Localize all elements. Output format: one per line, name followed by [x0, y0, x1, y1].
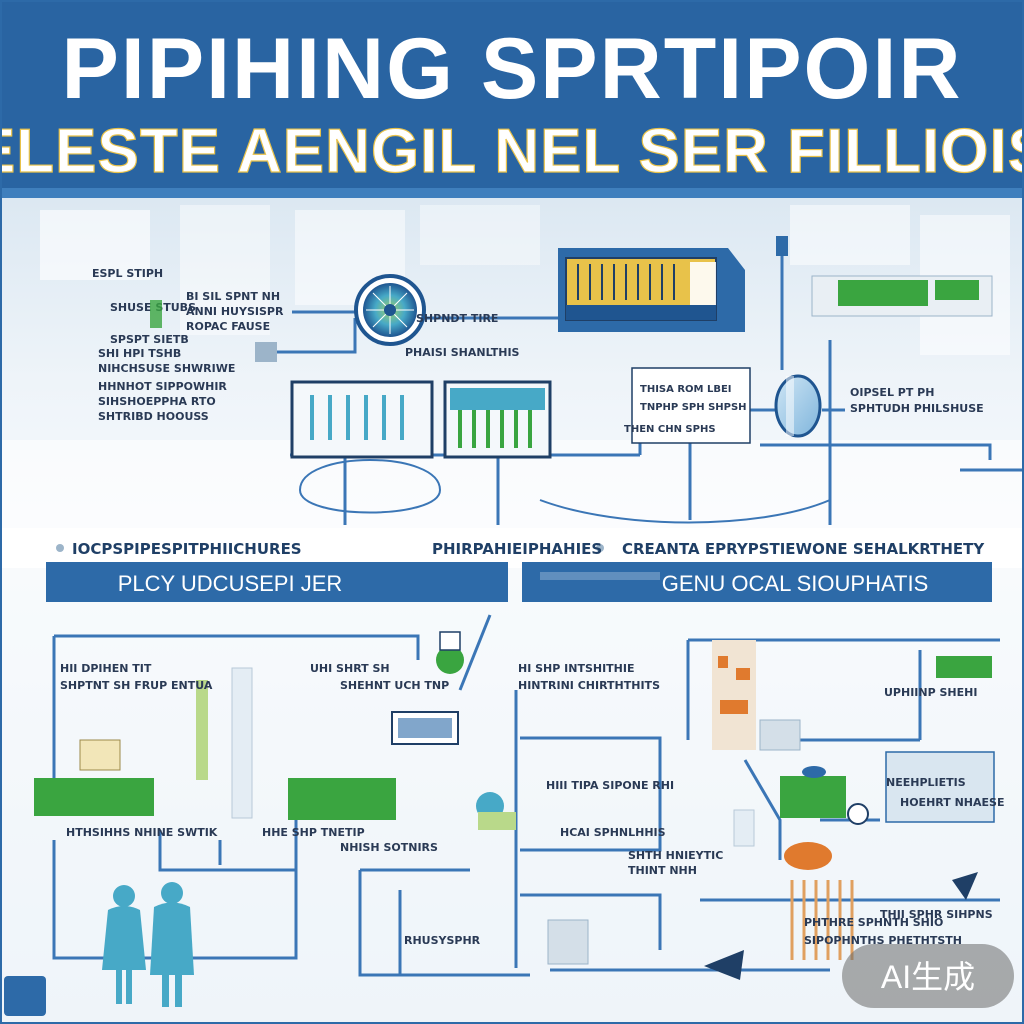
- note-text: ANNI HUYSISPR: [186, 305, 284, 318]
- note-text: HTHSIHHS NHINE SWTIK: [66, 826, 218, 839]
- pipe-curve: [539, 499, 831, 524]
- note-text: THII SPHR SIHPNS: [880, 908, 993, 921]
- pipe-segment: [275, 318, 357, 354]
- note-text: SIPOPHNTHS PHETHTSTH: [804, 934, 962, 947]
- note-text: HI SHP INTSHITHIE: [518, 662, 635, 675]
- note-text: THINT NHH: [628, 864, 697, 877]
- meter-notes: SHPNDT TIRE PHAISI SHANLTHIS: [405, 312, 520, 359]
- watermark-text: AI生成: [881, 959, 975, 995]
- note-text: SHPNDT TIRE: [416, 312, 498, 325]
- green-label-blocks: [34, 656, 992, 820]
- terminal-box: [4, 976, 46, 1016]
- pump-unit: [436, 646, 464, 674]
- pressure-gauge: [774, 236, 822, 438]
- valve-box: [255, 342, 277, 362]
- green-block: [34, 778, 154, 816]
- note-text: SPHTUDH PHILSHUSE: [850, 402, 984, 415]
- section-strip: IOCPSPIPESPITPHIICHURES PHIRPAHIEIPHAHIE…: [30, 528, 1010, 568]
- note-text: NIHCHSUSE SHWRIWE: [98, 362, 235, 375]
- note-text: HIII TIPA SIPONE RHI: [546, 779, 674, 792]
- note-text: SIHSHOEPPHA RTO: [98, 395, 216, 408]
- note-text: SHEHNT UCH TNP: [340, 679, 449, 692]
- ai-generated-watermark: AI生成: [842, 944, 1014, 1008]
- note-text: SHTH HNIEYTIC: [628, 849, 723, 862]
- heater-unit: [784, 842, 832, 870]
- right-panel-header: GENU OCAL SIOUPHATIS: [522, 562, 992, 602]
- note-text: TNPHP SPH SHPSH: [640, 402, 747, 413]
- note-text: HII DPIHEN TIT: [60, 662, 152, 675]
- left-panel-title: PLCY UDCUSEPI JER: [118, 571, 343, 596]
- note-text: THEN CHN SPHS: [624, 424, 716, 435]
- top-pipes: [275, 248, 1024, 525]
- note-text: PHAISI SHANLTHIS: [405, 346, 520, 359]
- header-subtitle: ELESTE AENGIL NEL SER FILLIOIS: [0, 117, 1024, 186]
- header-title: PIPIHING SPRTIPOIR: [62, 21, 963, 117]
- filter-tank-right: [443, 380, 552, 459]
- note-text: SHPTNT SH FRUP ENTUA: [60, 679, 213, 692]
- top-mid-notes: BI SIL SPNT NH ANNI HUYSISPR ROPAC FAUSE: [186, 290, 284, 333]
- note-text: HINTRINI CHIRTHTHITS: [518, 679, 660, 692]
- green-block: [288, 778, 396, 820]
- header-banner: PIPIHING SPRTIPOIR ELESTE AENGIL NEL SER…: [0, 0, 1024, 198]
- note-text: HOEHRT NHAESE: [900, 796, 1004, 809]
- note-text: HHE SHP TNETIP: [262, 826, 365, 839]
- note-text: RHUSYSPHR: [404, 934, 481, 947]
- note-text: HHNHOT SIPPOWHIR: [98, 380, 227, 393]
- note-text: OIPSEL PT PH: [850, 386, 934, 399]
- left-panel-header: PLCY UDCUSEPI JER: [46, 562, 508, 602]
- note-text: UHI SHRT SH: [310, 662, 390, 675]
- note-text: SHI HPI TSHB: [98, 347, 181, 360]
- center-notes: THISA ROM LBEI TNPHP SPH SHPSH THEN CHN …: [624, 367, 751, 444]
- note-text: THISA ROM LBEI: [640, 384, 732, 395]
- tank-unit: [885, 751, 995, 823]
- engineer-figures: [102, 882, 194, 1007]
- note-text: UPHIINP SHEHI: [884, 686, 977, 699]
- person-figure: [150, 882, 194, 1007]
- note-text: NHISH SOTNIRS: [340, 841, 438, 854]
- bottom-notes: HII DPIHEN TIT SHPTNT SH FRUP ENTUA UHI …: [60, 662, 1004, 947]
- control-panel-unit: [558, 248, 745, 332]
- note-text: SHTRIBD HOOUSS: [98, 410, 209, 423]
- note-text: HCAI SPHNLHHIS: [560, 826, 666, 839]
- green-display-unit: [811, 275, 993, 317]
- note-text: ROPAC FAUSE: [186, 320, 270, 333]
- cabinet: [79, 739, 121, 771]
- pipe-loop: [298, 459, 442, 514]
- green-block: [780, 776, 846, 818]
- green-block: [936, 656, 992, 678]
- bottom-equipment: [4, 631, 995, 1016]
- pipe-segment: [760, 443, 992, 460]
- plant-marker: [150, 300, 162, 328]
- strip-label-right: CREANTA EPRYPSTIEWONE SEHALKRTHETY: [622, 540, 985, 558]
- note-text: ESPL STIPH: [92, 267, 163, 280]
- top-left-notes: ESPL STIPH SHUSE STUBS SPSPT SIETB SHI H…: [92, 267, 235, 423]
- flow-meter: [354, 274, 426, 346]
- strip-label-center: PHIRPAHIEIPHAHIES: [432, 540, 602, 558]
- note-text: SPSPT SIETB: [110, 333, 189, 346]
- top-right-notes: OIPSEL PT PH SPHTUDH PHILSHUSE: [850, 386, 984, 415]
- note-text: BI SIL SPNT NH: [186, 290, 280, 303]
- strip-label-left: IOCPSPIPESPITPHIICHURES: [72, 540, 302, 558]
- right-panel-title: GENU OCAL SIOUPHATIS: [662, 571, 929, 596]
- column-pipe: [196, 680, 208, 780]
- filter-tank-left: [290, 380, 434, 459]
- person-figure: [102, 885, 146, 1004]
- note-text: PHTHRE SPHNTH SHIO: [804, 916, 943, 929]
- top-scene: [0, 198, 1024, 530]
- note-text: NEEHPLIETIS: [886, 776, 966, 789]
